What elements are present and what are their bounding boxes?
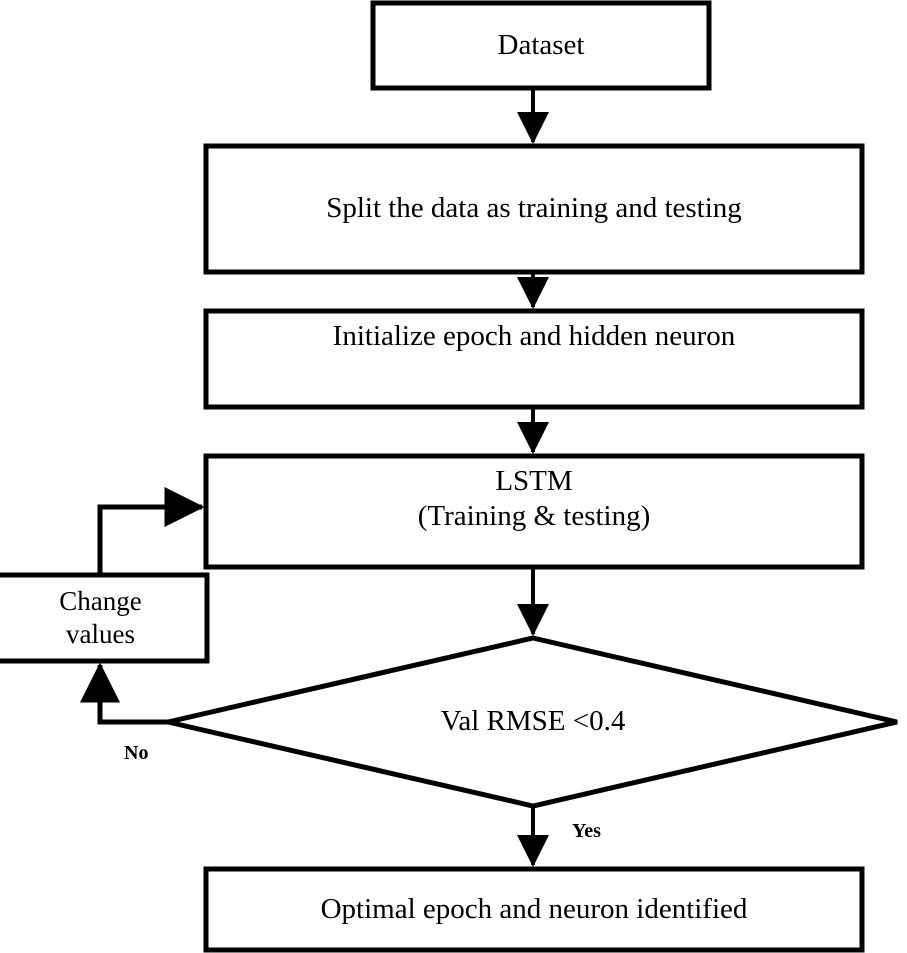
node-shape-change-values[interactable] [0,572,210,664]
edge-label-yes: Yes [572,820,601,842]
node-shape-dataset[interactable] [370,0,712,91]
node-shape-split-data[interactable] [203,143,865,275]
node-shape-optimal[interactable] [203,866,865,953]
node-shape-initialize[interactable] [203,308,865,410]
node-shape-lstm[interactable] [203,453,865,570]
edge-decision-no-to-change-values [80,662,168,725]
edge-change-values-to-lstm [97,487,205,575]
edge-label-no: No [124,742,149,764]
node-shape-decision[interactable] [167,635,898,809]
